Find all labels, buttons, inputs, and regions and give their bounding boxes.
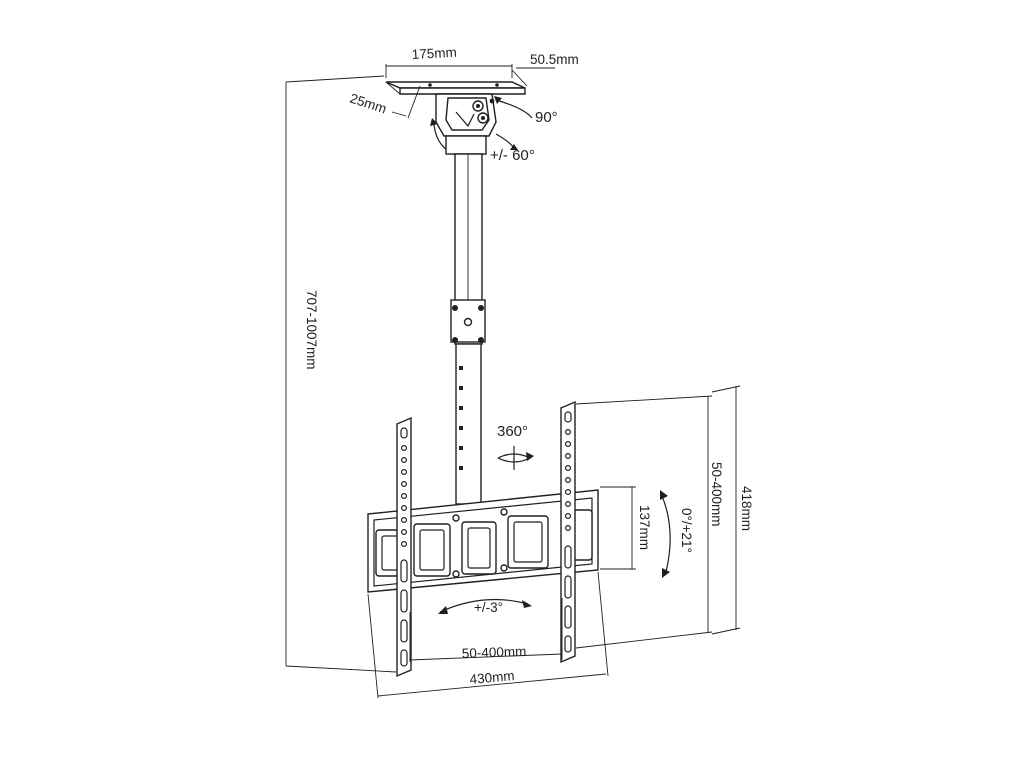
swivel-top-label: +/- 60°: [490, 147, 535, 164]
total-height-label: 418mm: [739, 486, 754, 531]
plate-width-label: 175mm: [411, 45, 457, 62]
left-vertical-arm: [396, 416, 412, 678]
plate-tilt-indicator: 0°/+21°: [660, 490, 694, 578]
tilt-top-indicator: 90°: [494, 96, 558, 126]
plate-width-dimension: 175mm: [385, 45, 513, 78]
plate-depth-dimension: 50.5mm: [511, 52, 579, 87]
height-range-label: 707-1007mm: [304, 290, 319, 370]
rail-height-label: 137mm: [637, 505, 652, 550]
level-label: +/-3°: [474, 600, 503, 615]
hole-horizontal-label: 50-400mm: [462, 644, 527, 661]
arm-span-label: 430mm: [469, 668, 515, 687]
height-dimension: 707-1007mm: [285, 75, 397, 673]
level-indicator: +/-3°: [438, 598, 532, 615]
rotate-label: 360°: [497, 423, 528, 440]
right-vertical-arm: [560, 400, 576, 664]
tilt-head-bracket: [435, 93, 497, 137]
rail-height-dimension: 137mm: [600, 486, 652, 570]
swivel-top-indicator: +/- 60°: [430, 118, 535, 164]
hole-horizontal-dimension: 50-400mm: [409, 598, 563, 662]
bracket-offset-label: 25mm: [348, 91, 388, 117]
plate-depth-label: 50.5mm: [530, 52, 579, 67]
extension-pole: [445, 135, 487, 505]
hole-vertical-label: 50-400mm: [709, 462, 724, 527]
rotate-indicator: 360°: [497, 423, 534, 470]
plate-tilt-label: 0°/+21°: [679, 508, 694, 553]
tilt-top-label: 90°: [535, 109, 558, 126]
ceiling-plate: [385, 81, 526, 95]
total-height-dimension: 418mm: [711, 385, 754, 635]
arm-span-dimension: 430mm: [367, 571, 609, 699]
hole-vertical-dimension: 50-400mm: [575, 395, 724, 649]
